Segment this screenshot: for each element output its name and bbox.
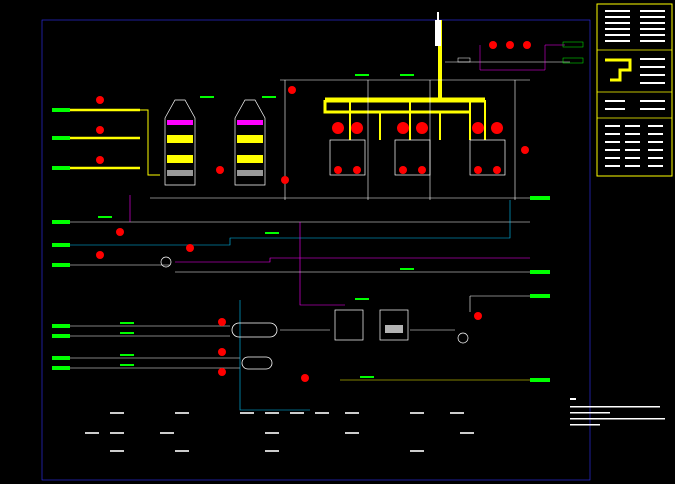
scrubber-tower-icon [234, 99, 266, 186]
equipment-labels [85, 412, 474, 452]
tank-icon [334, 309, 409, 341]
scrubber-tower-icon [164, 99, 196, 186]
flue-gas-header [55, 20, 486, 176]
burner-unit-icon [329, 122, 366, 176]
drawing-frame [41, 19, 591, 481]
instrument-bubble-icon [96, 41, 531, 382]
process-lines [55, 79, 530, 411]
title-block [596, 3, 673, 177]
stack-icon [435, 12, 441, 46]
line-tags [52, 74, 550, 382]
pump-icon [160, 256, 469, 344]
heat-exchanger-icon [231, 322, 278, 370]
burner-unit-icon [394, 122, 431, 176]
notes-block [570, 398, 665, 426]
top-right-gas-line [445, 41, 584, 71]
burner-unit-icon [469, 122, 506, 176]
